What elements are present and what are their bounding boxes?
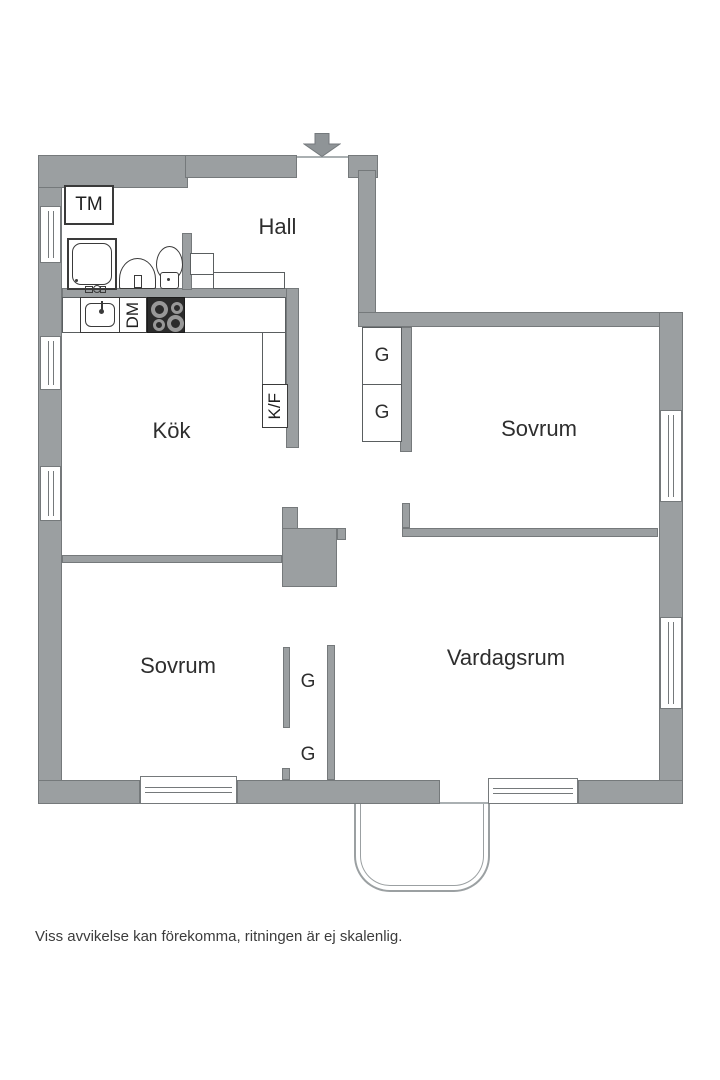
- washing-machine: TM: [64, 185, 114, 225]
- wall-segment: [402, 503, 410, 528]
- window-glass-line: [668, 415, 674, 497]
- wall-segment: [62, 288, 299, 298]
- wall-segment: [358, 170, 376, 327]
- stove: [147, 297, 185, 333]
- wall-segment: [282, 768, 290, 780]
- wall-segment: [282, 507, 298, 530]
- wall-segment: [358, 312, 683, 327]
- window: [40, 206, 61, 263]
- wall-segment: [327, 645, 335, 780]
- wall-segment: [283, 647, 290, 728]
- fridge-freezer: K/F: [262, 384, 288, 428]
- stove-burner-icon: [153, 319, 165, 331]
- wall-segment: [282, 528, 337, 587]
- window: [40, 336, 61, 390]
- kitchen-sink: [80, 297, 120, 333]
- wardrobe-box: G: [362, 327, 402, 385]
- shower-drain: [75, 279, 78, 282]
- wardrobe-box: G: [362, 384, 402, 442]
- hall-cabinet-small: [190, 253, 214, 275]
- window-glass-line: [47, 341, 54, 385]
- window-glass-line: [47, 471, 54, 516]
- window: [660, 617, 682, 709]
- window-glass-line: [493, 788, 573, 794]
- entrance-arrow-icon: [303, 133, 341, 157]
- washing-machine-label: TM: [75, 194, 103, 215]
- window-glass-line: [47, 211, 54, 258]
- shower: [67, 238, 117, 293]
- washbasin-pedestal: [134, 275, 142, 288]
- fridge-freezer-label: K/F: [265, 392, 284, 420]
- wall-segment: [38, 155, 188, 188]
- room-label-vardagsrum: Vardagsrum: [446, 645, 566, 670]
- kitchen-sink-faucet: [99, 309, 104, 314]
- dishwasher-label: DM: [123, 301, 142, 329]
- balcony-door-threshold: [440, 802, 488, 804]
- window: [140, 776, 237, 804]
- wall-segment: [237, 780, 440, 804]
- window: [488, 778, 578, 804]
- kitchen-sink-faucet-stem: [101, 301, 103, 310]
- wall-segment: [62, 555, 282, 563]
- stove-burner-icon: [171, 302, 183, 314]
- wardrobe-label: G: [300, 744, 316, 765]
- balcony-outline: [354, 804, 490, 892]
- stove-burner-icon: [151, 301, 168, 318]
- room-label-sovrum: Sovrum: [501, 416, 577, 441]
- stove-burner-icon: [167, 315, 184, 332]
- window-glass-line: [145, 787, 232, 793]
- window-glass-line: [668, 622, 674, 704]
- shower-faucet-icon: [85, 285, 106, 293]
- wall-segment: [400, 327, 412, 452]
- wall-segment: [182, 233, 192, 290]
- shower-tray: [72, 243, 112, 285]
- room-label-kk: Kök: [152, 418, 191, 443]
- wardrobe-label: G: [300, 671, 316, 692]
- wall-segment: [578, 780, 683, 804]
- wall-segment: [286, 288, 299, 448]
- window: [660, 410, 682, 502]
- wall-segment: [337, 528, 346, 540]
- wall-segment: [185, 155, 297, 178]
- kitchen-sink-basin: [85, 303, 115, 327]
- room-label-sovrum: Sovrum: [140, 653, 216, 678]
- wall-segment: [38, 780, 140, 804]
- washbasin: [119, 258, 156, 289]
- wall-segment: [659, 312, 683, 804]
- wall-segment: [402, 528, 658, 537]
- entrance-threshold: [297, 156, 348, 158]
- balcony-inner-outline: [360, 804, 484, 886]
- hall-cabinet-wide: [213, 272, 285, 289]
- toilet-flush-button: [167, 278, 170, 281]
- toilet: [156, 246, 183, 290]
- dishwasher: DM: [119, 297, 147, 333]
- window: [40, 466, 61, 521]
- disclaimer-text: Viss avvikelse kan förekomma, ritningen …: [35, 928, 403, 945]
- room-label-hall: Hall: [258, 214, 297, 239]
